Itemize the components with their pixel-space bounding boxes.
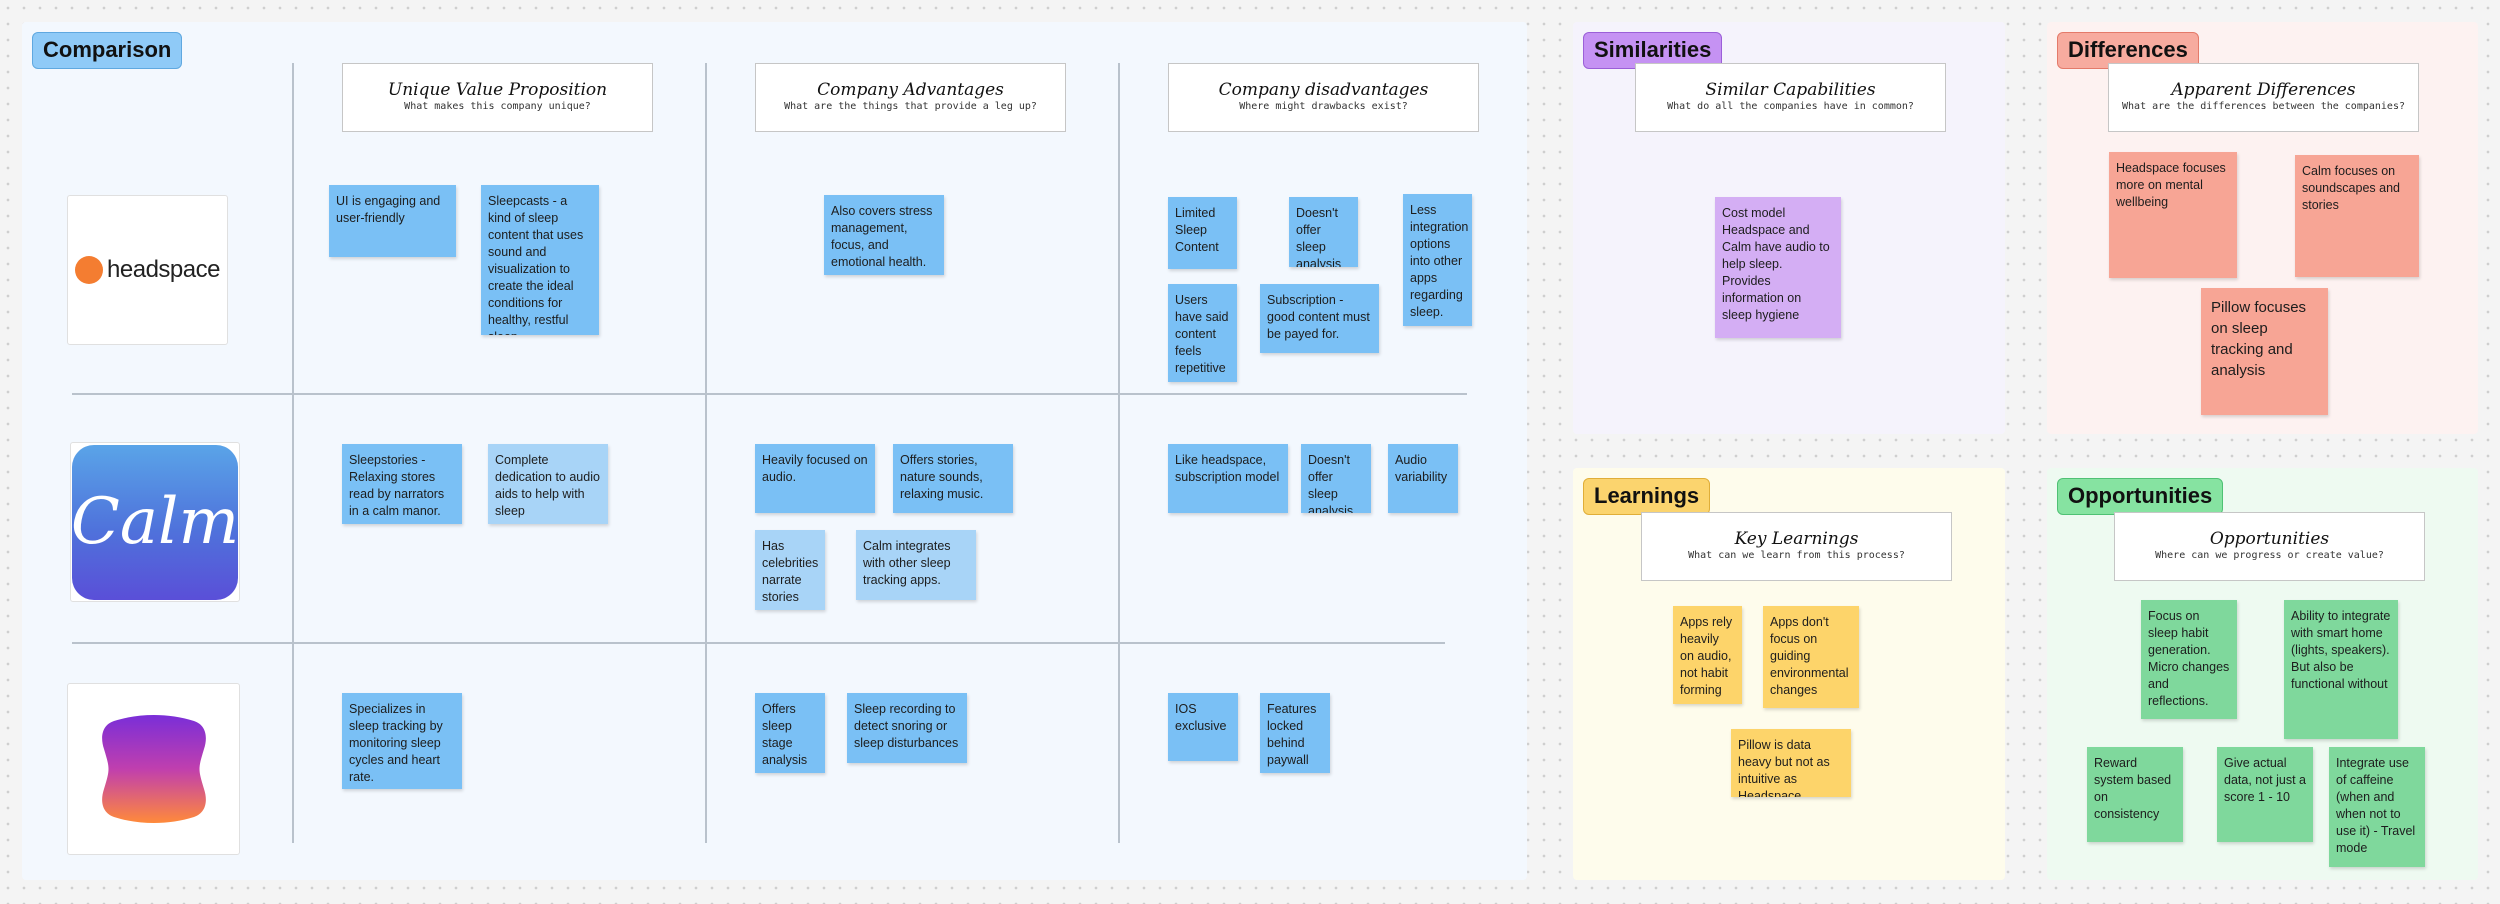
sticky-note[interactable]: Users have said content feels repetitive (1168, 284, 1237, 382)
headspace-logo-card[interactable]: headspace (67, 195, 228, 345)
sticky-note[interactable]: Pillow is data heavy but not as intuitiv… (1731, 729, 1851, 797)
similarities-label[interactable]: Similarities (1583, 32, 1723, 69)
sticky-note[interactable]: Calm integrates with other sleep trackin… (856, 530, 976, 600)
sticky-note[interactable]: Calm focuses on soundscapes and stories (2295, 155, 2419, 277)
sticky-note[interactable]: Has celebrities narrate stories (755, 530, 825, 610)
sticky-note[interactable]: Audio variability (1388, 444, 1458, 513)
sticky-note[interactable]: Doesn't offer sleep analysis (1301, 444, 1371, 513)
learnings-header[interactable]: Key Learnings What can we learn from thi… (1641, 512, 1952, 581)
sticky-note[interactable]: Offers sleep stage analysis (755, 693, 825, 773)
header-title: Key Learnings (1734, 529, 1859, 549)
similarities-header[interactable]: Similar Capabilities What do all the com… (1635, 63, 1946, 132)
column-header-uvp[interactable]: Unique Value Proposition What makes this… (342, 63, 653, 132)
header-title: Opportunities (2209, 529, 2330, 549)
pillow-logo-card[interactable] (67, 683, 240, 855)
header-subtitle: What can we learn from this process? (1688, 550, 1905, 561)
column-header-advantages[interactable]: Company Advantages What are the things t… (755, 63, 1066, 132)
column-header-subtitle: What makes this company unique? (404, 101, 591, 112)
header-subtitle: Where can we progress or create value? (2155, 550, 2384, 561)
sticky-note[interactable]: Sleep recording to detect snoring or sle… (847, 693, 967, 763)
pillow-logo-icon (101, 715, 206, 823)
sticky-note[interactable]: Apps don't focus on guiding environmenta… (1763, 606, 1859, 708)
header-subtitle: What are the differences between the com… (2122, 101, 2405, 112)
sticky-note[interactable]: Limited Sleep Content (1168, 197, 1237, 269)
header-title: Apparent Differences (2171, 80, 2356, 100)
sticky-note[interactable]: Doesn't offer sleep analysis (1289, 197, 1358, 267)
column-header-subtitle: Where might drawbacks exist? (1239, 101, 1408, 112)
header-title: Similar Capabilities (1705, 80, 1876, 100)
calm-logo-card[interactable]: Calm (70, 442, 240, 602)
grid-divider (72, 393, 1467, 395)
sticky-note[interactable]: Sleepstories - Relaxing stores read by n… (342, 444, 462, 524)
differences-label[interactable]: Differences (2057, 32, 2199, 69)
sticky-note[interactable]: Focus on sleep habit generation. Micro c… (2141, 600, 2237, 719)
headspace-dot-icon (75, 256, 104, 284)
column-header-subtitle: What are the things that provide a leg u… (784, 101, 1037, 112)
sticky-note[interactable]: Cost model Headspace and Calm have audio… (1715, 197, 1841, 338)
calm-logo: Calm (70, 444, 240, 600)
sticky-note[interactable]: Heavily focused on audio. (755, 444, 875, 513)
differences-header[interactable]: Apparent Differences What are the differ… (2108, 63, 2419, 132)
header-subtitle: What do all the companies have in common… (1667, 101, 1914, 112)
opportunities-header[interactable]: Opportunities Where can we progress or c… (2114, 512, 2425, 581)
learnings-label[interactable]: Learnings (1583, 478, 1711, 515)
calm-wordmark: Calm (70, 485, 240, 559)
grid-divider (1118, 63, 1120, 843)
column-header-title: Unique Value Proposition (387, 80, 608, 100)
sticky-note[interactable]: Give actual data, not just a score 1 - 1… (2217, 747, 2313, 842)
sticky-note[interactable]: Less integration options into other apps… (1403, 194, 1472, 326)
comparison-label[interactable]: Comparison (32, 32, 183, 69)
sticky-note[interactable]: Offers stories, nature sounds, relaxing … (893, 444, 1013, 513)
headspace-logo: headspace (75, 256, 220, 284)
sticky-note[interactable]: Features locked behind paywall (1260, 693, 1330, 773)
grid-divider (72, 642, 1445, 644)
sticky-note[interactable]: Headspace focuses more on mental wellbei… (2109, 152, 2237, 278)
sticky-note[interactable]: Pillow focuses on sleep tracking and ana… (2201, 288, 2328, 415)
sticky-note[interactable]: UI is engaging and user-friendly (329, 185, 456, 257)
sticky-note[interactable]: Like headspace, subscription model (1168, 444, 1288, 513)
column-header-disadvantages[interactable]: Company disadvantages Where might drawba… (1168, 63, 1479, 132)
sticky-note[interactable]: Reward system based on consistency (2087, 747, 2183, 842)
sticky-note[interactable]: Ability to integrate with smart home (li… (2284, 600, 2398, 739)
sticky-note[interactable]: Integrate use of caffeine (when and when… (2329, 747, 2425, 867)
sticky-note[interactable]: Specializes in sleep tracking by monitor… (342, 693, 462, 789)
opportunities-label[interactable]: Opportunities (2057, 478, 2224, 515)
grid-divider (705, 63, 707, 843)
column-header-title: Company disadvantages (1218, 80, 1429, 100)
column-header-title: Company Advantages (817, 80, 1004, 100)
headspace-wordmark: headspace (107, 256, 220, 283)
sticky-note[interactable]: Complete dedication to audio aids to hel… (488, 444, 608, 524)
sticky-note[interactable]: Also covers stress management, focus, an… (824, 195, 944, 275)
sticky-note[interactable]: Subscription - good content must be paye… (1260, 284, 1379, 353)
grid-divider (292, 63, 294, 843)
sticky-note[interactable]: Apps rely heavily on audio, not habit fo… (1673, 606, 1742, 704)
sticky-note[interactable]: IOS exclusive (1168, 693, 1238, 761)
sticky-note[interactable]: Sleepcasts - a kind of sleep content tha… (481, 185, 599, 335)
